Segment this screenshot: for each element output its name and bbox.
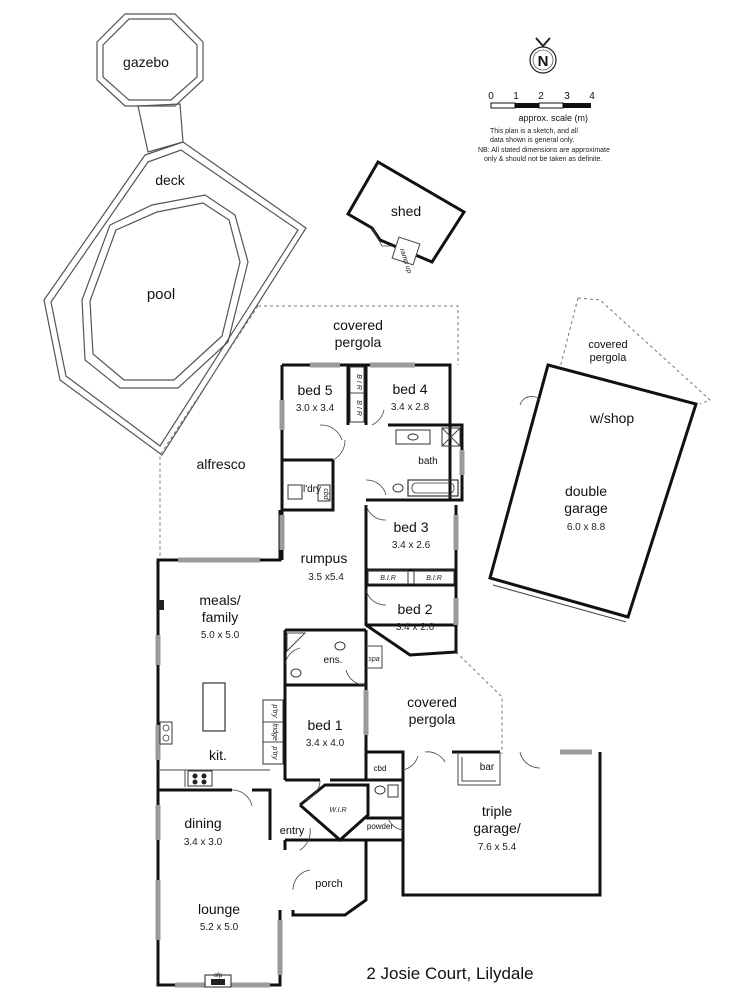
laundry-fixtures [287, 484, 331, 502]
triple-garage-line2: garage/ [473, 820, 521, 836]
scale-tick: 3 [564, 91, 570, 102]
doors [231, 409, 541, 891]
pool-label: pool [147, 286, 175, 303]
dining-label: dining [184, 815, 221, 831]
house-walls [156, 363, 602, 987]
robe-label: B.I.R [426, 575, 442, 582]
scale-caption: approx. scale (m) [518, 113, 588, 123]
rumpus-dims: 3.5 x5.4 [308, 572, 344, 583]
powder-label: powder [367, 822, 394, 831]
triple-garage-dims: 7.6 x 5.4 [478, 842, 517, 853]
bed4-dims: 3.4 x 2.8 [391, 402, 430, 413]
bed2-label: bed 2 [397, 601, 432, 617]
robe-label: B I R [355, 374, 362, 390]
deck-label: deck [155, 172, 186, 188]
fireplace-label: ofp [214, 973, 223, 979]
scale-tick: 0 [488, 91, 494, 102]
pergola-garage-line1: covered [588, 339, 627, 351]
lounge-dims: 5.2 x 5.0 [200, 922, 239, 933]
robe-label: B.I.R [380, 575, 396, 582]
note-line: only & should not be taken as definite. [484, 156, 602, 163]
pantry-label: p'try [271, 703, 278, 718]
lounge-label: lounge [198, 901, 240, 917]
garage-fixtures [374, 784, 399, 798]
fridge-label: fridge [271, 723, 278, 741]
note-line: data shown is general only. [490, 137, 574, 144]
note-line: This plan is a sketch, and all [490, 128, 578, 135]
pergola-mid-line2: pergola [409, 711, 456, 727]
shed-structure [345, 159, 467, 266]
bed2-dims: 3.4 x 2.6 [396, 622, 435, 633]
disclaimer-notes: This plan is a sketch, and all data show… [478, 128, 610, 163]
bed4-label: bed 4 [392, 381, 427, 397]
bed3-dims: 3.4 x 2.6 [392, 540, 431, 551]
scale-tick: 2 [538, 91, 544, 102]
gazebo-structure [96, 13, 204, 153]
dining-dims: 3.4 x 3.0 [184, 837, 223, 848]
bed5-dims: 3.0 x 3.4 [296, 403, 335, 414]
bath-label: bath [418, 456, 437, 467]
pool-outline [81, 194, 249, 389]
fireplace-icon [204, 974, 232, 988]
laundry-label: l'dry [303, 484, 321, 495]
meals-family-line2: family [202, 609, 239, 625]
pantry-label: p'try [271, 745, 278, 760]
porch-label: porch [315, 878, 343, 890]
entry-label: entry [280, 825, 305, 837]
pergola-top-line1: covered [333, 317, 383, 333]
double-garage-line2: garage [564, 500, 608, 516]
meals-family-line1: meals/ [199, 592, 240, 608]
wshop-label: w/shop [589, 410, 635, 426]
bed3-label: bed 3 [393, 519, 428, 535]
robe-label: B I R [355, 400, 362, 416]
double-garage-structure [488, 363, 698, 623]
pergola-top-line2: pergola [335, 334, 382, 350]
ensuite-label: ens. [324, 655, 343, 666]
scale-bar: 0 1 2 3 4 approx. scale (m) [488, 91, 595, 123]
robes [349, 366, 455, 585]
triple-garage-line1: triple [482, 803, 513, 819]
wir-label: W.I.R [329, 807, 346, 814]
scale-tick: 4 [589, 91, 595, 102]
double-garage-dims: 6.0 x 8.8 [567, 522, 606, 533]
meals-family-dims: 5.0 x 5.0 [201, 630, 240, 641]
double-garage-line1: double [565, 483, 607, 499]
compass-letter: N [538, 53, 549, 70]
shed-label: shed [391, 203, 421, 219]
spa-label: spa [368, 656, 379, 663]
gazebo-label: gazebo [123, 54, 169, 70]
bar-label: bar [480, 762, 495, 773]
deck-outline [43, 141, 307, 456]
note-line: NB: All stated dimensions are approximat… [478, 147, 610, 154]
laundry-cbd-label: cbd [322, 488, 329, 500]
ensuite-fixtures [286, 632, 346, 678]
bed1-label: bed 1 [307, 717, 342, 733]
bath-fixtures [392, 427, 461, 497]
kitchen-fixtures [158, 600, 284, 785]
north-compass-icon: N [529, 37, 557, 74]
scale-tick: 1 [513, 91, 519, 102]
garage-cbd-label: cbd [374, 764, 387, 773]
bed1-dims: 3.4 x 4.0 [306, 738, 345, 749]
bed5-label: bed 5 [297, 382, 332, 398]
alfresco-label: alfresco [196, 456, 245, 472]
rumpus-label: rumpus [301, 550, 348, 566]
pergola-garage-line2: pergola [590, 352, 628, 364]
kitchen-label: kit. [209, 747, 227, 763]
boundary-lines [159, 297, 711, 754]
address-title: 2 Josie Court, Lilydale [366, 964, 533, 983]
pergola-mid-line1: covered [407, 694, 457, 710]
